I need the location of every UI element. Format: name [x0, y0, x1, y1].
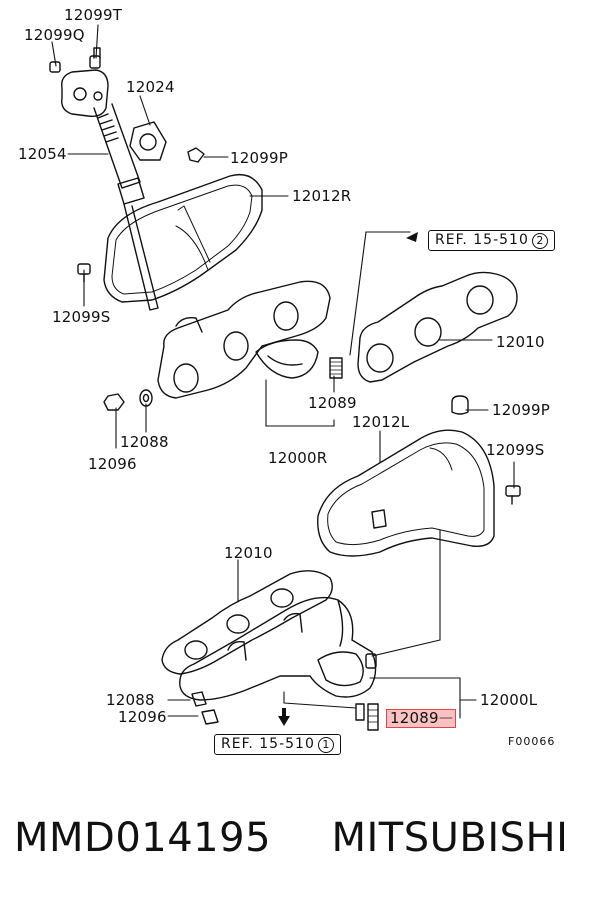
label-12054: 12054	[18, 145, 67, 163]
label-12012l: 12012L	[352, 413, 410, 431]
figure-code: F00066	[508, 735, 556, 748]
label-12000r: 12000R	[268, 449, 328, 467]
ref-lower-text: REF. 15-510	[221, 736, 315, 752]
label-12088-bottom: 12088	[106, 691, 155, 709]
exhaust-manifold-left	[179, 596, 377, 701]
label-12089-mid: 12089	[308, 394, 357, 412]
egr-flange	[49, 47, 109, 118]
exhaust-manifold-right	[157, 280, 331, 399]
ref-upper-text: REF. 15-510	[435, 232, 529, 248]
bolt-12099s-left	[77, 263, 91, 283]
label-12012r: 12012R	[292, 187, 352, 205]
gasket-12010-lower	[161, 570, 333, 675]
heat-shield-left	[317, 429, 495, 557]
bolt-12099s-right	[505, 485, 521, 505]
label-12099s-left: 12099S	[52, 308, 111, 326]
label-12099p-right: 12099P	[492, 401, 550, 419]
egr-pipe	[93, 103, 159, 311]
bolt-12099p-right	[451, 395, 469, 415]
ref-arrow-lower	[278, 708, 290, 726]
gasket-12024	[129, 121, 167, 161]
label-12089-highlighted: 12089	[390, 709, 439, 727]
label-12010-right: 12010	[496, 333, 545, 351]
caption-part-number: MMD014195	[14, 815, 272, 861]
label-12000l: 12000L	[480, 691, 538, 709]
label-12099p-top: 12099P	[230, 149, 288, 167]
label-12088-top: 12088	[120, 433, 169, 451]
gasket-12010-right	[357, 271, 518, 383]
caption-brand: MITSUBISHI	[331, 815, 569, 861]
ref-upper-number: 2	[531, 233, 548, 249]
label-12096-top: 12096	[88, 455, 137, 473]
caption: MMD014195 MITSUBISHI	[14, 815, 568, 861]
bolt-12099p-top	[187, 147, 205, 163]
leader-lines	[51, 24, 515, 719]
nut-washer-top	[103, 389, 153, 411]
label-12010-lower: 12010	[224, 544, 273, 562]
stud-12089-mid	[329, 357, 343, 379]
label-12099q: 12099Q	[24, 26, 85, 44]
highlight-box	[386, 709, 456, 728]
label-12024: 12024	[126, 78, 175, 96]
label-12096-bottom: 12096	[118, 708, 167, 726]
stud-12089-lower	[355, 703, 379, 731]
label-12099t: 12099T	[64, 6, 123, 24]
ref-lower-number: 1	[317, 737, 334, 753]
ref-arrow-upper	[406, 232, 418, 242]
heat-shield-right	[103, 173, 263, 303]
nut-washer-lower	[191, 691, 219, 725]
label-12099s-right: 12099S	[486, 441, 545, 459]
exploded-view-drawing	[49, 24, 521, 731]
